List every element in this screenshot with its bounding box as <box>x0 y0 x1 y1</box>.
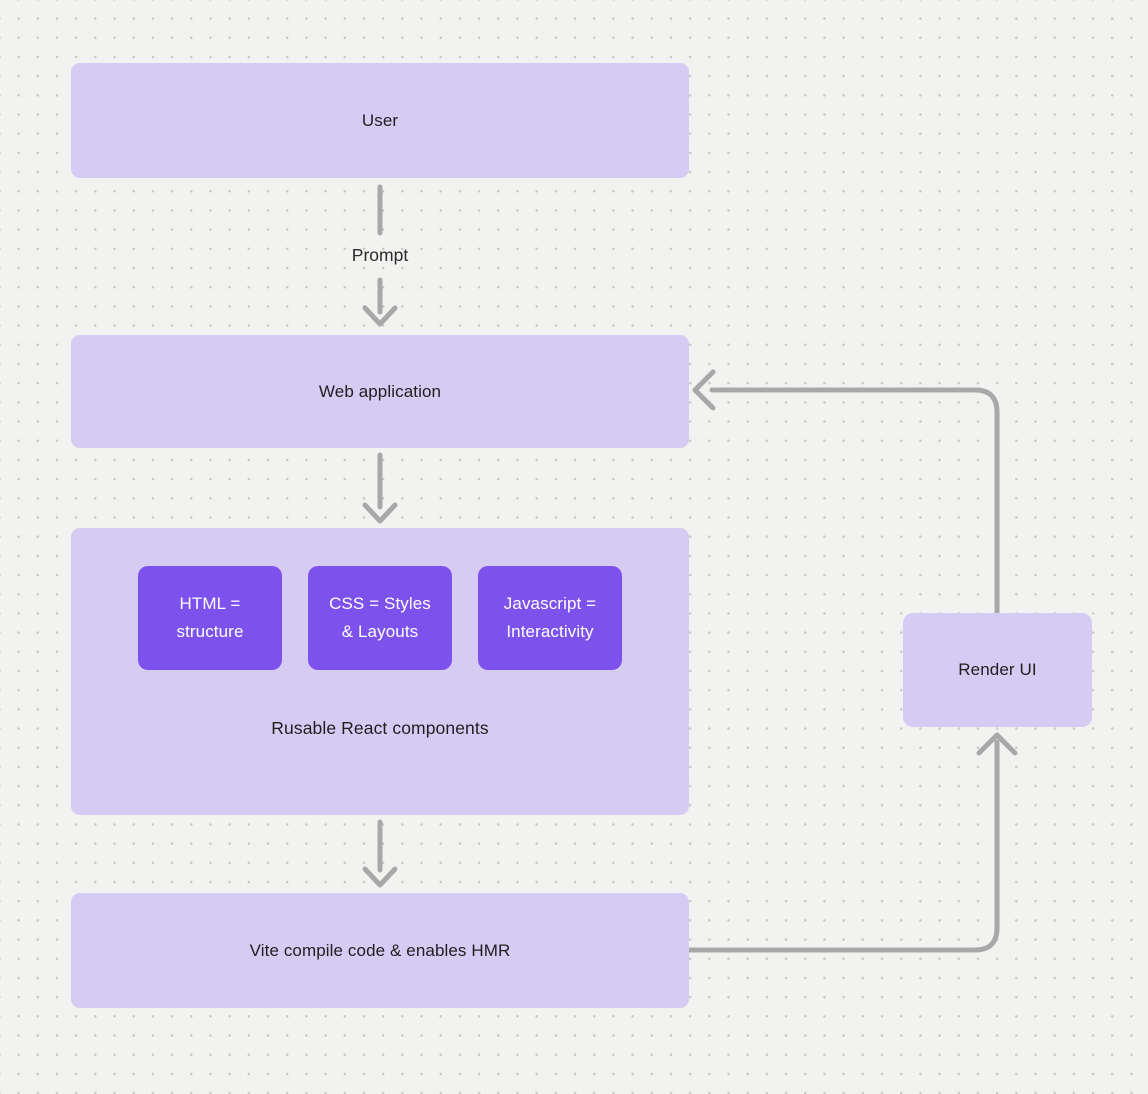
node-user: User <box>71 63 689 178</box>
arrow-render-ui-to-web-application <box>692 369 1000 615</box>
node-web-application-label: Web application <box>318 381 442 401</box>
node-html-line1: HTML = <box>179 594 241 613</box>
node-render-ui: Render UI <box>903 613 1092 727</box>
node-html: HTML = structure <box>138 566 282 670</box>
node-javascript-line2: Interactivity <box>506 622 594 641</box>
node-render-ui-label: Render UI <box>958 660 1037 679</box>
node-web-application: Web application <box>71 335 689 448</box>
node-css: CSS = Styles & Layouts <box>308 566 452 670</box>
arrow-vite-to-render-ui <box>687 732 1018 953</box>
arrow-web-application-to-components <box>362 452 398 524</box>
node-vite: Vite compile code & enables HMR <box>71 893 689 1008</box>
group-react-components: HTML = structure CSS = Styles & Layouts … <box>71 528 689 815</box>
caption-reusable-react-components: Rusable React components <box>271 718 489 738</box>
node-css-line1: CSS = Styles <box>329 594 431 613</box>
node-javascript: Javascript = Interactivity <box>478 566 622 670</box>
node-vite-label: Vite compile code & enables HMR <box>249 940 511 960</box>
node-javascript-line1: Javascript = <box>503 594 597 613</box>
arrow-components-to-vite <box>362 819 398 888</box>
node-html-line2: structure <box>176 622 244 641</box>
node-css-line2: & Layouts <box>341 622 419 641</box>
edge-label-prompt: Prompt <box>351 245 409 265</box>
node-user-label: User <box>361 110 399 130</box>
